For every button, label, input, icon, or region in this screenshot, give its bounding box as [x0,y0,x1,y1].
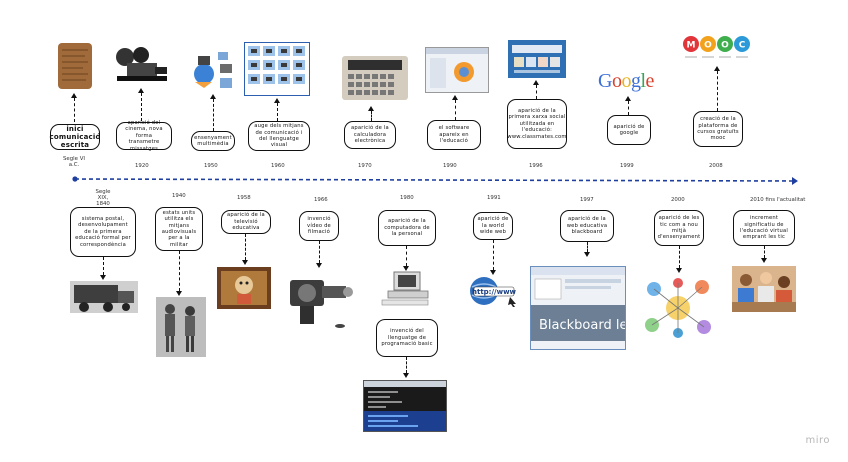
event-text: Aparició de la web educativa Blackboard [566,216,608,236]
year-label: Segle VI a.C. [63,156,85,168]
media-grid-image [244,42,310,96]
event-text: Aparició de la primera xarxa social util… [507,107,567,140]
http-logo-text: http://www [472,288,517,296]
basic-programming-screen [363,380,447,432]
event-text: Invenció del llenguatge de programació B… [381,328,433,348]
ict-devices-image [642,275,714,341]
svg-text:M: M [687,41,696,51]
event-box: Aparició de la World Wide Web [473,212,513,240]
event-box: Creació de la plataforma de cursos gratu… [693,111,743,147]
www-globe-image: http://www [468,275,520,307]
google-logo: Google [598,70,654,92]
event-box: El software apareix en l'educació [427,120,481,150]
event-box: Aparició de les TIC com a nou mitjà d'en… [654,210,704,246]
event-text: Sistema postal, desenvolupament de la pr… [75,215,131,248]
clay-tablet-image [57,42,93,90]
event-box: Aparició de Google [607,115,651,145]
event-box: Increment significatiu de l'educació vir… [733,210,795,246]
year-label: 1950 [204,163,218,169]
software-window-image [425,47,489,93]
event-box: Invenció vídeo de filmació [299,211,339,241]
event-box: Auge dels mitjans de comunicació i del l… [248,121,310,151]
event-text: Aparició de la calculadora electrònica [351,125,389,145]
tv-cartoon-image [217,267,271,309]
event-text: Aparició de les TIC com a nou mitjà d'en… [657,215,701,241]
year-label: 1970 [358,163,372,169]
event-box: Sistema postal, desenvolupament de la pr… [70,207,136,257]
event-box: Aparició de la calculadora electrònica [344,121,396,149]
event-text: Estats Units utilitza els mitjans audiov… [161,209,197,248]
soldiers-image [156,297,206,357]
year-label: 2008 [709,163,723,169]
year-label: 1940 [172,193,186,199]
event-box: Aparició del cinema, nova forma transmet… [116,119,172,152]
event-text: Auge dels mitjans de comunicació i del l… [254,123,304,149]
year-label: 1991 [487,195,501,201]
year-label: 1980 [400,195,414,201]
event-box: Estats Units utilitza els mitjans audiov… [155,207,203,251]
event-text: Aparició del cinema, nova forma transmet… [125,119,163,152]
event-box: Ensenyament multimèdia [191,131,235,151]
svg-text:C: C [739,41,746,51]
year-label: Segle XIX, 1840 [95,189,111,207]
event-text: Aparició de Google [613,123,645,136]
multimedia-icons-image [192,48,237,92]
event-box: Invenció del llenguatge de programació B… [376,319,438,357]
year-label: 1958 [237,195,251,201]
video-camera-image [282,270,354,332]
event-text: Aparició de la televisió educativa [227,212,265,232]
event-text: El software apareix en l'educació [438,125,470,145]
event-text: Ensenyament multimèdia [194,134,232,147]
event-box: Aparició de la computadora de la persona… [378,210,436,246]
event-box: Inici comunicació escrita [49,124,101,150]
svg-text:O: O [721,41,729,51]
miro-watermark: miro [805,435,830,446]
event-text: Creació de la plataforma de cursos gratu… [697,116,739,142]
year-label: 2000 [671,197,685,203]
year-label: 1997 [580,197,594,203]
event-text: Aparició de la World Wide Web [477,216,509,236]
event-text: Invenció vídeo de filmació [307,216,331,236]
year-label: 1996 [529,163,543,169]
event-box: Aparició de la primera xarxa social util… [507,99,567,149]
blackboard-logo-text: Blackboard learn+ [539,318,625,333]
calculator-image [340,52,410,104]
year-label: 1920 [135,163,149,169]
blackboard-screenshot: Blackboard learn+ [530,266,626,350]
personal-computer-image [380,270,436,306]
virtual-classroom-image [732,266,796,312]
year-label: 1960 [271,163,285,169]
postal-wagon-image [70,281,138,313]
event-box: Aparició de la televisió educativa [221,210,271,234]
film-projector-image [113,46,171,84]
mooc-logo: M O O C [682,34,752,62]
event-text: Inici comunicació escrita [49,125,101,149]
event-text: Aparició de la computadora de la persona… [384,218,430,238]
svg-text:O: O [704,41,712,51]
event-text: Increment significatiu de l'educació vir… [740,215,788,241]
year-label: 1966 [314,197,328,203]
year-label: 1990 [443,163,457,169]
year-label: 1999 [620,163,634,169]
year-label: 2010 fins l'actualitat [750,197,806,203]
classmates-image [508,40,566,78]
event-box: Aparició de la web educativa Blackboard [560,210,614,242]
